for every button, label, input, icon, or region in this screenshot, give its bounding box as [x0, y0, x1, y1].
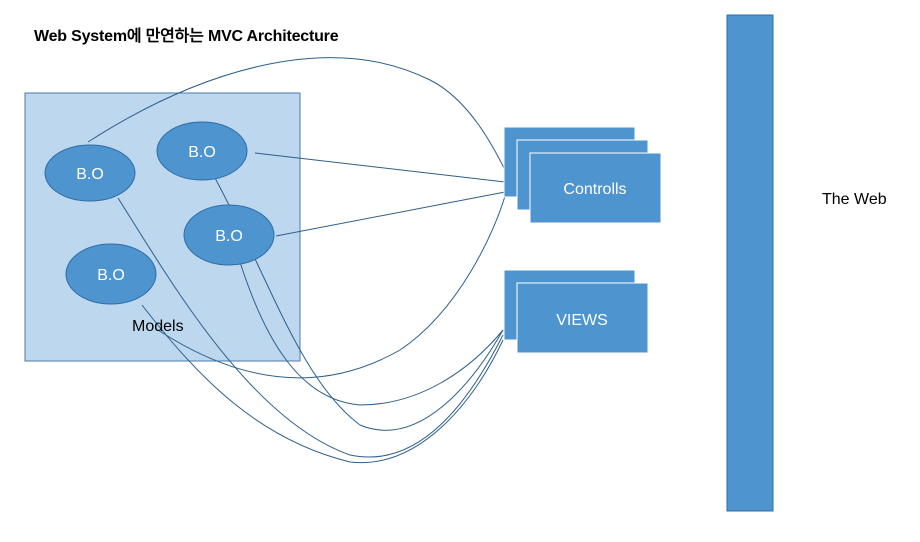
connector-bo2-views — [214, 177, 504, 431]
business-object[interactable]: B.O — [183, 204, 275, 266]
business-object-label: B.O — [76, 166, 104, 183]
views-box-front — [516, 282, 649, 354]
connector-bo3-views — [239, 261, 504, 406]
business-object[interactable]: B.O — [65, 243, 157, 305]
business-object-label: B.O — [215, 228, 243, 245]
connector-bo4-controls — [157, 195, 506, 379]
diagram-title: Web System에 만연하는 MVC Architecture — [34, 28, 339, 45]
business-object[interactable]: B.O — [44, 144, 136, 202]
connector-bo2-controls — [254, 152, 506, 183]
web-label: The Web — [822, 191, 887, 208]
connector-bo1-controls — [87, 57, 506, 171]
views-label: VIEWS — [556, 312, 608, 329]
business-object[interactable]: B.O — [156, 121, 248, 181]
business-object-label: B.O — [188, 144, 216, 161]
connector-lines — [87, 57, 506, 464]
connector-bo4-views — [141, 304, 504, 464]
connector-bo1-views — [117, 197, 504, 458]
web-bar[interactable] — [726, 14, 774, 512]
connector-bo3-controls — [275, 191, 506, 237]
controls-stack[interactable]: Controlls — [503, 126, 662, 224]
business-object-label: B.O — [97, 267, 125, 284]
views-stack[interactable]: VIEWS — [503, 269, 649, 354]
controls-box-front — [529, 152, 662, 224]
controls-label: Controlls — [563, 181, 626, 198]
models-label: Models — [132, 318, 184, 335]
